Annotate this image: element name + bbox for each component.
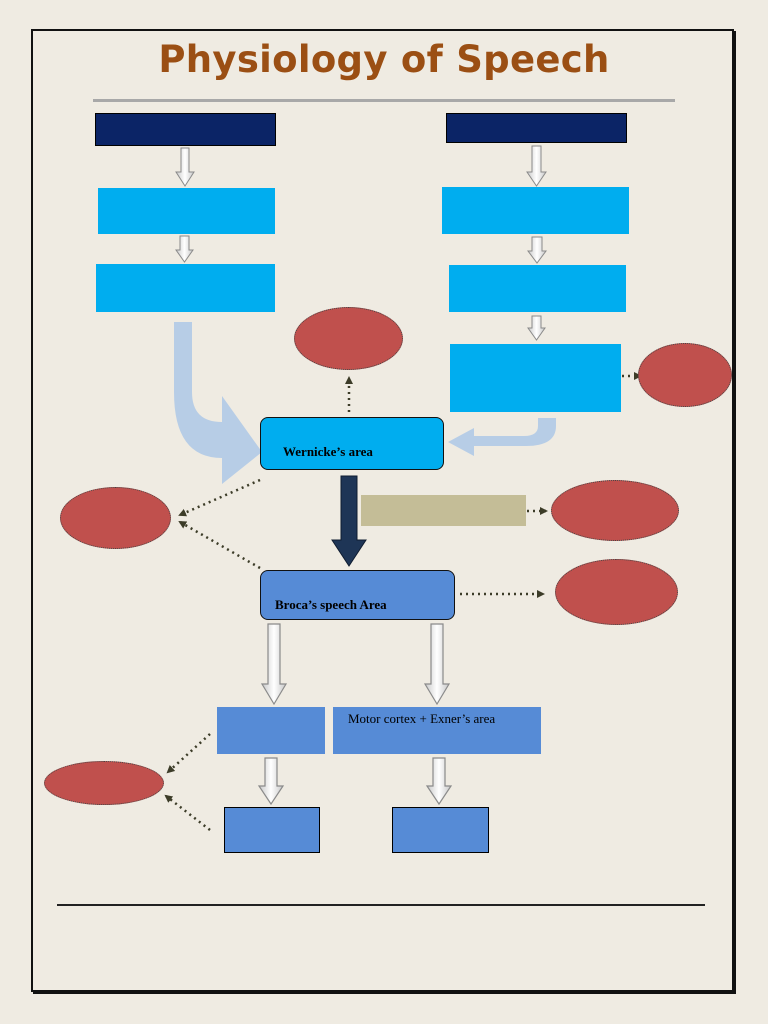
- page-title: Physiology of Speech: [158, 38, 610, 81]
- broca-area-label: Broca’s speech Area: [275, 597, 387, 612]
- left-stage-box-1: [98, 188, 275, 234]
- title-divider: [93, 99, 675, 102]
- motor-cortex-box: Motor cortex + Exner’s area: [333, 707, 541, 754]
- left-input-box: [95, 113, 276, 146]
- page-frame: [31, 29, 734, 992]
- right-input-box: [446, 113, 627, 143]
- oval-right-edge: [638, 343, 732, 407]
- broca-area-box: Broca’s speech Area: [260, 570, 455, 620]
- bottom-right-box: [392, 807, 489, 853]
- oval-left-middle: [60, 487, 171, 549]
- bottom-left-box: [224, 807, 320, 853]
- oval-right-of-broca: [555, 559, 678, 625]
- motor-cortex-label: Motor cortex + Exner’s area: [348, 711, 496, 726]
- wernicke-area-label: Wernicke’s area: [283, 444, 373, 459]
- lower-left-box: [217, 707, 325, 754]
- left-stage-box-2: [96, 264, 275, 312]
- right-stage-box-2: [449, 265, 626, 312]
- oval-right-of-tan: [551, 480, 679, 541]
- oval-above-wernicke: [294, 307, 403, 370]
- bottom-divider: [57, 904, 705, 906]
- tan-box: [361, 495, 526, 526]
- right-stage-box-3: [450, 344, 621, 412]
- oval-lower-left: [44, 761, 164, 805]
- wernicke-area-box: Wernicke’s area: [260, 417, 444, 470]
- right-stage-box-1: [442, 187, 629, 234]
